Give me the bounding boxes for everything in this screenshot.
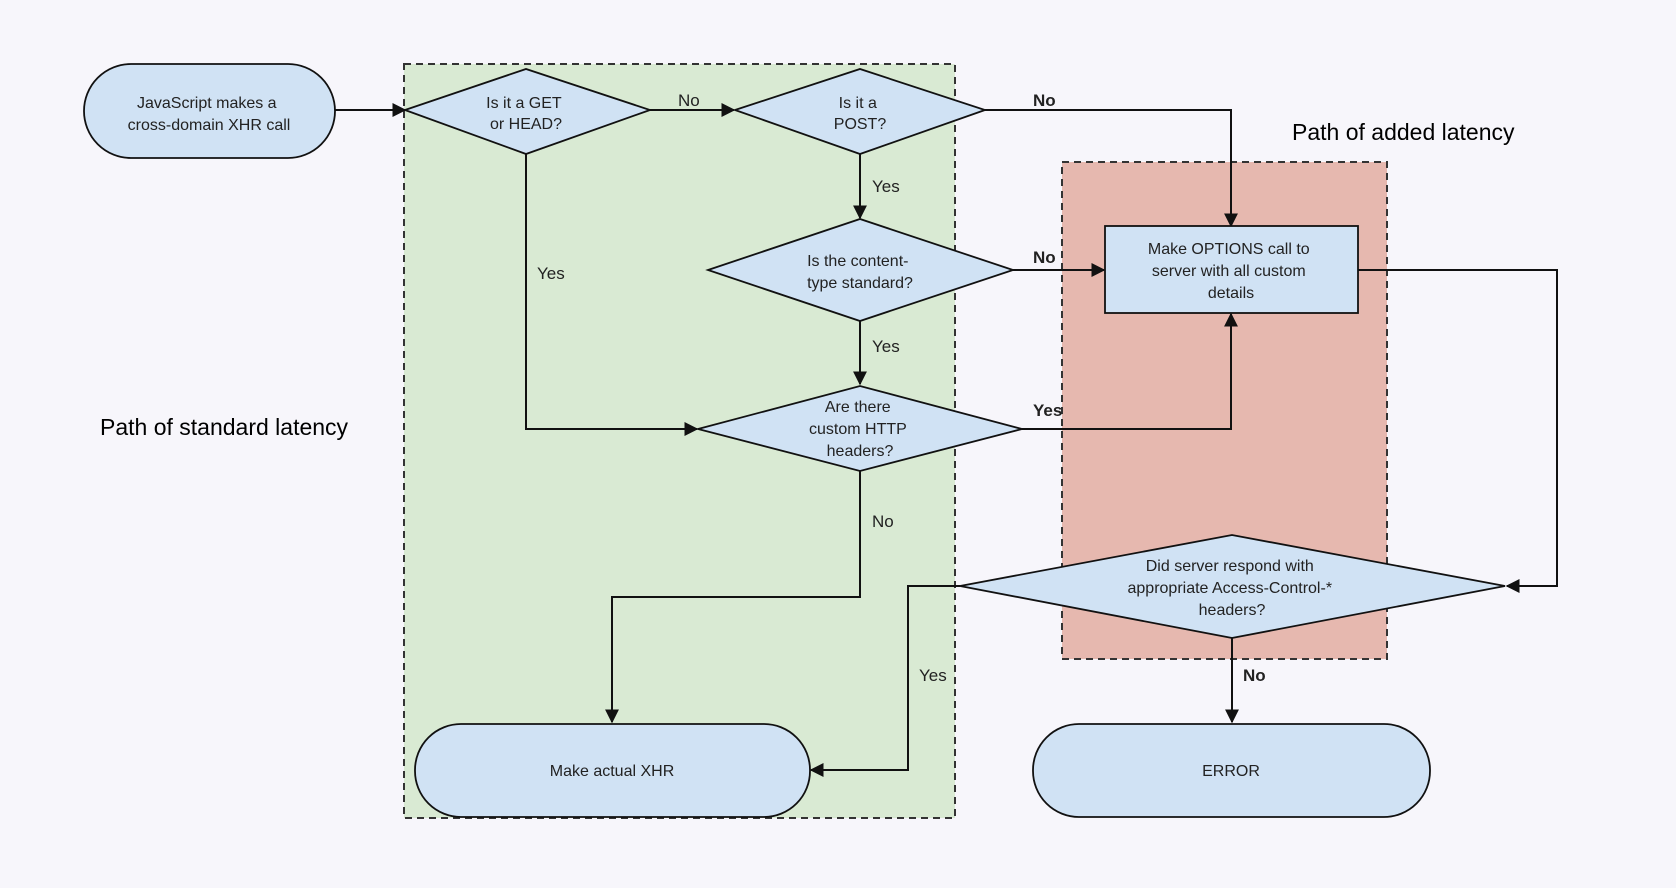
get-head-text-line-2: or HEAD? xyxy=(490,116,562,133)
edge-respond-yes-to-xhr xyxy=(809,585,960,777)
content-type-text-line-1: Is the content- xyxy=(807,253,908,270)
server-respond-text-line-1: Did server respond with xyxy=(1146,558,1314,575)
label-headers-no: No xyxy=(872,512,894,531)
label-content-no: No xyxy=(1033,248,1056,267)
node-custom-headers: Are there custom HTTP headers? xyxy=(694,385,1026,472)
svg-text:JavaScript makes a cross: JavaScript makes a cross-domain XHR call xyxy=(128,95,291,134)
edge-post-no-to-options xyxy=(985,109,1238,228)
make-xhr-text: Make actual XHR xyxy=(550,763,675,780)
content-type-text-line-2: type standard? xyxy=(807,275,913,292)
error-terminal xyxy=(1032,723,1431,818)
start-text-line-2: cross-domain XHR call xyxy=(128,117,291,134)
server-respond-diamond xyxy=(959,534,1506,639)
label-get-yes: Yes xyxy=(537,264,565,283)
node-error: ERROR xyxy=(1032,723,1431,818)
edge-get-yes-to-headers xyxy=(525,154,699,436)
edge-labels: No Yes Yes No Yes No Yes No Yes No xyxy=(537,91,1266,685)
content-type-diamond xyxy=(705,218,1016,322)
label-respond-yes: Yes xyxy=(919,666,947,685)
post-diamond xyxy=(732,68,988,155)
label-post-yes: Yes xyxy=(872,177,900,196)
node-server-respond: Did server respond with appropriate Acce… xyxy=(959,534,1506,639)
get-head-text-line-1: Is it a GET xyxy=(486,95,562,112)
node-content-type: Is the content- type standard? xyxy=(705,218,1016,322)
custom-headers-text-line-2: custom HTTP xyxy=(809,421,907,438)
custom-headers-text-line-3: headers? xyxy=(827,443,894,460)
label-post-no: No xyxy=(1033,91,1056,110)
options-call-text-line-3: details xyxy=(1208,285,1254,302)
options-call-text-line-2: server with all custom xyxy=(1152,263,1306,280)
server-respond-text-line-2: appropriate Access-Control-* xyxy=(1128,580,1333,597)
node-options-call: Make OPTIONS call to server with all cus… xyxy=(1104,225,1359,314)
label-headers-yes: Yes xyxy=(1033,401,1062,420)
edge-headers-no-to-xhr xyxy=(605,471,861,724)
standard-latency-label: Path of standard latency xyxy=(100,414,349,440)
svg-text:Did server respond with: Did server respond with appropriate Acce… xyxy=(1128,558,1337,619)
node-make-xhr: Make actual XHR xyxy=(414,723,811,818)
edge-headers-yes-to-options xyxy=(1022,312,1238,430)
svg-text:ERROR: ERROR xyxy=(1202,763,1260,780)
added-latency-label: Path of added latency xyxy=(1292,119,1515,145)
get-head-diamond xyxy=(402,68,653,155)
label-get-no: No xyxy=(678,91,700,110)
svg-text:Make OPTIONS call to ser: Make OPTIONS call to server with all cus… xyxy=(1148,241,1314,302)
node-start: JavaScript makes a cross-domain XHR call xyxy=(83,63,336,159)
svg-text:Is it a POST?: Is it a POST? xyxy=(834,95,887,133)
svg-text:Is it a GET or HEAD?: Is it a GET or HEAD? xyxy=(486,95,566,133)
node-post: Is it a POST? xyxy=(732,68,988,155)
svg-text:Are there custom HTTP: Are there custom HTTP headers? xyxy=(809,399,911,460)
post-text-line-1: Is it a xyxy=(839,95,877,112)
error-text: ERROR xyxy=(1202,763,1260,780)
start-terminal xyxy=(83,63,336,159)
make-xhr-terminal xyxy=(414,723,811,818)
svg-text:Is the content- type sta: Is the content- type standard? xyxy=(807,253,913,292)
options-call-text-line-1: Make OPTIONS call to xyxy=(1148,241,1310,258)
custom-headers-diamond xyxy=(694,385,1026,472)
node-get-head: Is it a GET or HEAD? xyxy=(402,68,653,155)
edges xyxy=(335,103,1558,777)
post-text-line-2: POST? xyxy=(834,116,887,133)
svg-text:Make actual XHR: Make actual XHR xyxy=(550,763,675,780)
server-respond-text-line-3: headers? xyxy=(1199,602,1266,619)
start-text-line-1: JavaScript makes a xyxy=(137,95,277,112)
custom-headers-text-line-1: Are there xyxy=(825,399,891,416)
options-call-box xyxy=(1104,225,1359,314)
label-respond-no: No xyxy=(1243,666,1266,685)
label-content-yes: Yes xyxy=(872,337,900,356)
edge-options-to-respond xyxy=(1358,269,1558,593)
